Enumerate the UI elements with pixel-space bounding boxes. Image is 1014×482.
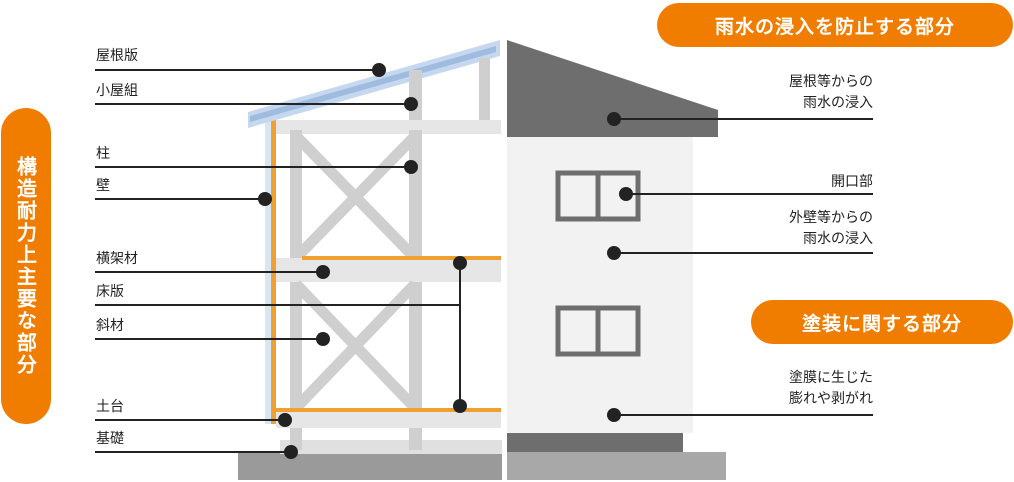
label-truss: 小屋組 bbox=[96, 83, 138, 99]
dot-brace bbox=[316, 332, 330, 346]
leader-line-foundation bbox=[95, 451, 291, 453]
dot-foundation bbox=[284, 445, 298, 459]
brace-upper-b bbox=[292, 132, 419, 262]
label-post: 柱 bbox=[96, 146, 110, 162]
leader-line-roof-rain bbox=[614, 118, 873, 120]
top-beam bbox=[276, 120, 501, 134]
truss-post-right bbox=[479, 58, 490, 120]
dot-wall bbox=[258, 192, 272, 206]
dot-sill bbox=[278, 413, 292, 427]
sill-beam bbox=[276, 410, 501, 428]
dot-beam bbox=[316, 265, 330, 279]
exterior-half bbox=[507, 40, 726, 480]
leader-line-wall bbox=[95, 198, 265, 200]
label-wall-rain-line1: 外壁等からの bbox=[789, 210, 873, 226]
leader-line-truss bbox=[95, 103, 411, 105]
label-roof-rain: 屋根等からの 雨水の浸入 bbox=[789, 72, 873, 114]
label-paint-line2: 膨れや剥がれ bbox=[789, 391, 873, 407]
label-roof-rain-line2: 雨水の浸入 bbox=[803, 95, 873, 111]
label-paint: 塗膜に生じた 膨れや剥がれ bbox=[789, 368, 873, 410]
label-opening: 開口部 bbox=[831, 174, 873, 190]
badge-structural: 構造耐力上主要な部分 bbox=[1, 108, 51, 424]
label-beam: 横架材 bbox=[96, 251, 138, 267]
foundation-exterior-top bbox=[507, 433, 683, 453]
label-wall-rain-line2: 雨水の浸入 bbox=[803, 231, 873, 247]
leader-line-floor bbox=[95, 304, 460, 306]
leader-line-sill bbox=[95, 419, 285, 421]
roof-exterior bbox=[507, 40, 718, 137]
leader-line-opening bbox=[626, 193, 873, 195]
badge-rain-prevention: 雨水の浸入を防止する部分 bbox=[657, 3, 1013, 47]
label-paint-line1: 塗膜に生じた bbox=[789, 370, 873, 386]
floor-slab bbox=[276, 258, 501, 282]
label-roof-panel: 屋根版 bbox=[96, 48, 138, 64]
leader-line-brace bbox=[95, 338, 323, 340]
badge-painting: 塗装に関する部分 bbox=[751, 300, 1013, 344]
label-sill: 土台 bbox=[96, 399, 124, 415]
floor-beam-orange bbox=[302, 256, 501, 260]
dot-roof-panel bbox=[372, 63, 386, 77]
label-foundation: 基礎 bbox=[96, 431, 124, 447]
leader-line-paint bbox=[614, 414, 873, 416]
leader-line-beam bbox=[95, 271, 323, 273]
foundation-exterior bbox=[507, 452, 726, 480]
leader-line-roof-panel bbox=[95, 69, 379, 71]
label-wall-rain: 外壁等からの 雨水の浸入 bbox=[789, 208, 873, 250]
label-floor: 床版 bbox=[96, 284, 124, 300]
label-roof-rain-line1: 屋根等からの bbox=[789, 74, 873, 90]
leader-line-post bbox=[95, 166, 411, 168]
foundation-light bbox=[280, 440, 502, 454]
sill-beam-orange bbox=[276, 408, 501, 412]
leader-line-wall-rain bbox=[614, 252, 873, 254]
label-brace: 斜材 bbox=[96, 318, 124, 334]
roof-panel-inner bbox=[250, 46, 496, 122]
dot-truss bbox=[404, 97, 418, 111]
label-wall: 壁 bbox=[96, 178, 110, 194]
foundation-base bbox=[238, 452, 502, 480]
dot-post bbox=[404, 160, 418, 174]
